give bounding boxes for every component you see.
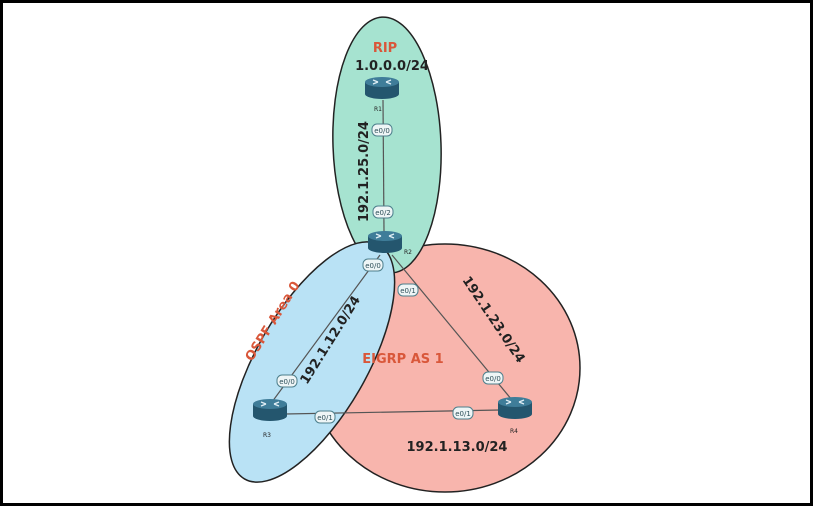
svg-text:e0/2: e0/2 bbox=[375, 209, 391, 217]
router-r4-label: R4 bbox=[510, 428, 518, 435]
svg-text:e0/0: e0/0 bbox=[365, 262, 381, 270]
svg-text:e0/1: e0/1 bbox=[317, 414, 333, 422]
svg-text:e0/1: e0/1 bbox=[400, 287, 416, 295]
router-r1-label: R1 bbox=[374, 106, 382, 113]
svg-text:e0/0: e0/0 bbox=[374, 127, 390, 135]
link-label-r3-r4: 192.1.13.0/24 bbox=[407, 440, 508, 455]
router-r4[interactable] bbox=[497, 396, 533, 420]
port-r2-e0-1: e0/1 bbox=[397, 283, 419, 297]
port-r4-e0-1: e0/1 bbox=[452, 406, 474, 420]
port-r2-e0-2: e0/2 bbox=[372, 205, 394, 219]
svg-text:e0/0: e0/0 bbox=[279, 378, 295, 386]
port-r3-e0-1: e0/1 bbox=[314, 410, 336, 424]
svg-text:e0/0: e0/0 bbox=[485, 375, 501, 383]
router-r1[interactable] bbox=[364, 76, 400, 100]
router-r3-label: R3 bbox=[263, 432, 271, 439]
eigrp-label: EIGRP AS 1 bbox=[362, 352, 443, 367]
port-r3-e0-0: e0/0 bbox=[276, 374, 298, 388]
rip-label: RIP bbox=[373, 41, 397, 56]
router-r2-label: R2 bbox=[404, 249, 412, 256]
port-r2-e0-0: e0/0 bbox=[362, 258, 384, 272]
svg-text:e0/1: e0/1 bbox=[455, 410, 471, 418]
link-label-r1-r2: 192.1.25.0/24 bbox=[357, 121, 372, 222]
port-r1-e0-0: e0/0 bbox=[371, 123, 393, 137]
port-r4-e0-0: e0/0 bbox=[482, 371, 504, 385]
router-r3[interactable] bbox=[252, 398, 288, 422]
rip-network-label: 1.0.0.0/24 bbox=[355, 59, 429, 74]
router-r2[interactable] bbox=[367, 230, 403, 254]
